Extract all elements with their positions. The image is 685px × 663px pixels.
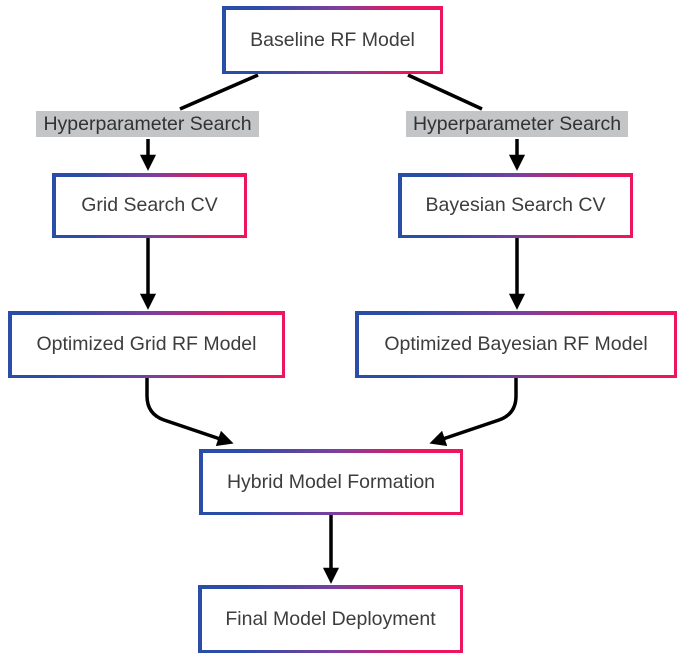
node-final-model-deployment-label: Final Model Deployment [201, 588, 460, 650]
node-optimized-grid-rf-model: Optimized Grid RF Model [8, 311, 285, 378]
arrow-optimized-bayesian-to-hybrid [429, 378, 518, 447]
connector-baseline-to-left-label [179, 73, 259, 111]
node-hybrid-model-formation: Hybrid Model Formation [199, 449, 463, 515]
arrow-optimized-grid-to-hybrid [145, 378, 234, 447]
node-baseline-rf-model: Baseline RF Model [222, 6, 443, 74]
label-hyperparameter-search-left-text: Hyperparameter Search [43, 112, 252, 135]
connector-baseline-to-right-label [407, 73, 483, 111]
label-hyperparameter-search-right-text: Hyperparameter Search [412, 112, 622, 135]
node-optimized-bayesian-rf-model-label: Optimized Bayesian RF Model [358, 314, 674, 375]
node-optimized-bayesian-rf-model: Optimized Bayesian RF Model [355, 311, 677, 378]
node-bayesian-search-cv: Bayesian Search CV [398, 173, 633, 238]
label-hyperparameter-search-left: Hyperparameter Search [36, 111, 259, 137]
node-baseline-rf-model-label: Baseline RF Model [225, 9, 440, 71]
node-grid-search-cv-label: Grid Search CV [55, 176, 244, 235]
node-hybrid-model-formation-label: Hybrid Model Formation [202, 452, 460, 512]
node-final-model-deployment: Final Model Deployment [198, 585, 463, 653]
node-optimized-grid-rf-model-label: Optimized Grid RF Model [11, 314, 282, 375]
label-hyperparameter-search-right: Hyperparameter Search [406, 111, 628, 137]
node-bayesian-search-cv-label: Bayesian Search CV [401, 176, 630, 235]
node-grid-search-cv: Grid Search CV [52, 173, 247, 238]
